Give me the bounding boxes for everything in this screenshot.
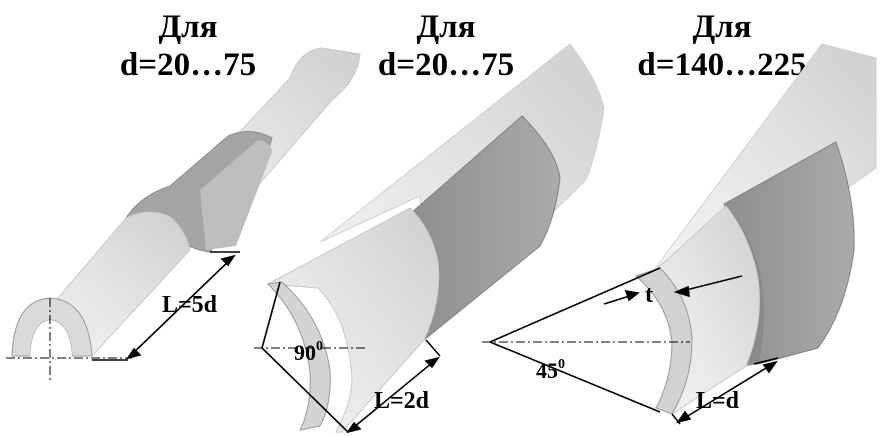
panel3-dimension: [671, 357, 779, 425]
panel2-dimension-label: L=2d: [374, 388, 430, 414]
panel2-angle-label: 900: [294, 339, 323, 365]
panel3-shell: [635, 43, 877, 415]
panel3-angle-value: 45: [536, 358, 558, 383]
panel1-shell: [10, 47, 361, 357]
panel2-angle-degree: 0: [316, 339, 323, 354]
panel3-title-range: d=140…225: [637, 47, 807, 83]
panel3-angle-degree: 0: [558, 357, 565, 372]
panel3-angle-label: 450: [536, 357, 565, 383]
panel3-dimension-label: L=d: [696, 388, 740, 414]
panel2-dimension: [346, 339, 441, 434]
panel3-construction: [489, 267, 661, 413]
panel3-title-line1: Для: [692, 9, 752, 45]
panel2-title-line1: Для: [416, 9, 476, 45]
panel1-centerlines: [6, 298, 132, 380]
panel2-construction: [261, 281, 349, 433]
panel1-title-range: d=20…75: [119, 47, 257, 83]
panel1-title: Для d=20…75: [108, 8, 268, 84]
panel2-angle-value: 90: [294, 340, 316, 365]
panel2-shell: [266, 43, 605, 433]
panel1-title-line1: Для: [158, 9, 218, 45]
panel3-title: Для d=140…225: [622, 8, 822, 84]
panel3-thickness-arrows: [603, 275, 743, 305]
panel2-title-range: d=20…75: [377, 47, 515, 83]
panel3-thickness-label: t: [645, 282, 653, 308]
panel1-dimension-label: L=5d: [162, 292, 218, 318]
panel1-dimension: [92, 251, 240, 361]
panel2-title: Для d=20…75: [366, 8, 526, 84]
